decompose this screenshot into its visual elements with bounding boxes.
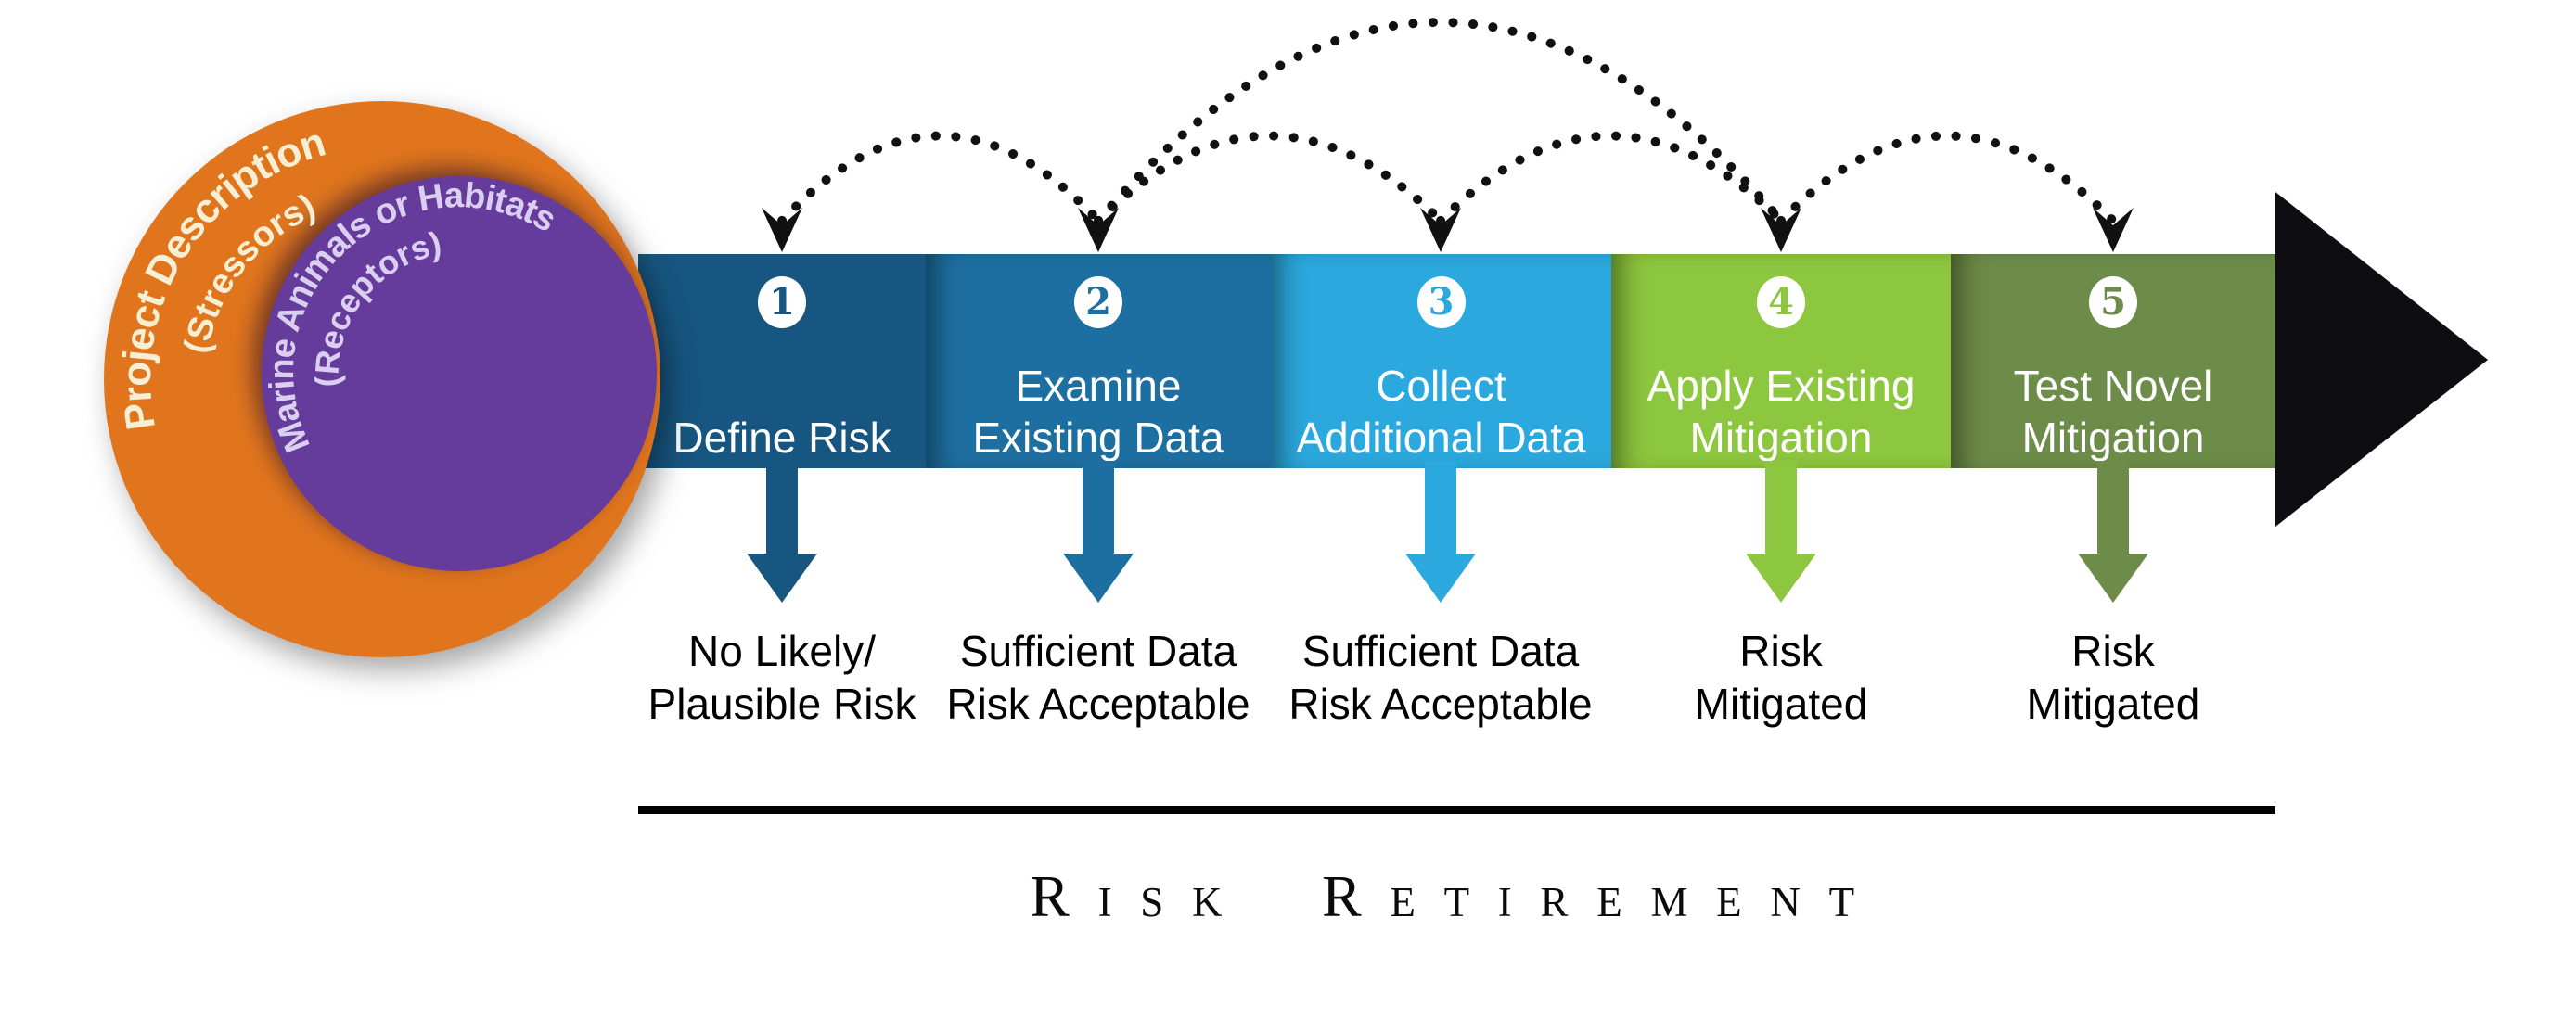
step-number: 5 [2100, 280, 2126, 324]
outcome-label-5: Risk Mitigated [2026, 627, 2200, 728]
venn-diagram: Project Description (Stressors) Marine A… [104, 101, 660, 657]
step-number: 1 [769, 280, 795, 324]
step-title: Test Novel Mitigation [2013, 362, 2213, 462]
forward-arrow-icon [2275, 192, 2488, 527]
feedback-arc-3-4 [1436, 131, 1786, 225]
step-title: Define Risk [673, 414, 891, 462]
down-arrow-icon [1746, 461, 1816, 603]
outcome-label-3: Sufficient Data Risk Acceptable [1288, 627, 1593, 728]
outcome-label-1: No Likely/ Plausible Risk [647, 627, 916, 728]
step-number: 4 [1768, 280, 1794, 324]
feedback-arc-2-4 [1094, 18, 1786, 225]
down-arrow-icon [1063, 461, 1134, 603]
step-title: Examine Existing Data [972, 362, 1224, 462]
step-box-examine-existing-data: 2 Examine Existing Data [926, 254, 1271, 468]
step-5-number-badge: 5 [2089, 276, 2137, 328]
receptors-circle [262, 176, 657, 571]
feedback-arcs [777, 18, 2118, 225]
down-arrow-icon [747, 461, 817, 603]
down-dart-icon [1420, 208, 1461, 252]
down-dart-icon [2093, 208, 2134, 252]
outcome-arrows [747, 461, 2148, 603]
outcome-label-2: Sufficient Data Risk Acceptable [946, 627, 1250, 728]
receptors-circle-subtitle: (Receptors) [307, 224, 443, 388]
step-number: 2 [1085, 280, 1111, 324]
step-box-apply-existing-mitigation: 4 Apply Existing Mitigation [1611, 254, 1951, 468]
step-box-define-risk: 1 Define Risk [638, 254, 926, 468]
feedback-arc-2-3 [1094, 131, 1445, 225]
down-arrow-icon [2078, 461, 2148, 603]
down-dart-icon [762, 208, 802, 252]
step-title: Collect Additional Data [1296, 362, 1586, 462]
step-title: Apply Existing Mitigation [1647, 362, 1916, 462]
feedback-arc-1-2 [777, 131, 1103, 225]
step-box-collect-additional-data: 3 Collect Additional Data [1271, 254, 1611, 468]
receptors-circle-title: Marine Animals or Habitats [263, 176, 562, 457]
feedback-arc-4-5 [1776, 131, 2118, 225]
stressors-circle-title: Project Description [114, 120, 330, 433]
step-box-test-novel-mitigation: 5 Test Novel Mitigation [1951, 254, 2275, 468]
step-number: 3 [1428, 280, 1455, 324]
feedback-arrowheads [762, 208, 2134, 252]
step-3-number-badge: 3 [1416, 276, 1466, 328]
down-dart-icon [1761, 208, 1801, 252]
risk-retirement-caption: Risk Retirement [1030, 863, 1883, 929]
stressors-circle-subtitle: (Stressors) [177, 187, 321, 357]
risk-retirement-rule [638, 806, 2275, 814]
step-2-number-badge: 2 [1074, 276, 1122, 328]
outcome-label-4: Risk Mitigated [1694, 627, 1868, 728]
down-arrow-icon [1405, 461, 1476, 603]
down-dart-icon [1078, 208, 1119, 252]
stressors-circle [104, 101, 660, 657]
step-1-number-badge: 1 [758, 276, 806, 328]
step-4-number-badge: 4 [1757, 276, 1805, 328]
